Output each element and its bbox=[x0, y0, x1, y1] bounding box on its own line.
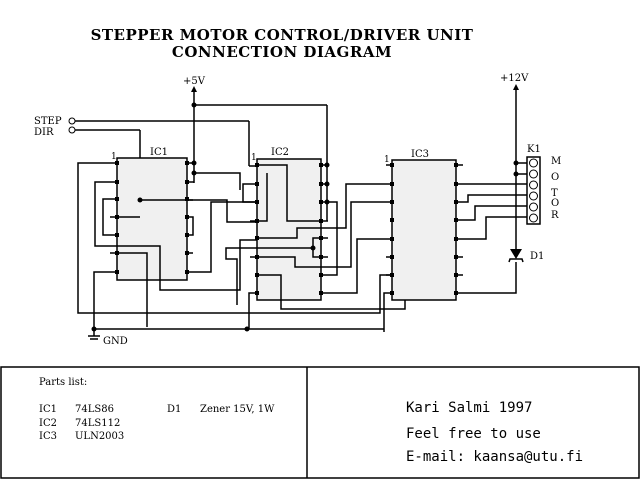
motor-letter-r: R bbox=[551, 210, 559, 221]
info-panel bbox=[0, 366, 640, 479]
dir-terminal bbox=[68, 126, 76, 134]
parts-row-1-ref: IC1 bbox=[39, 404, 57, 415]
ic3-label: IC3 bbox=[411, 149, 429, 160]
gnd-label: GND bbox=[103, 336, 128, 347]
parts-row-1-value2: Zener 15V, 1W bbox=[200, 404, 275, 415]
parts-row-2-ref: IC2 bbox=[39, 418, 57, 429]
motor-letter-o2: O bbox=[551, 198, 559, 209]
k1-label: K1 bbox=[527, 144, 541, 155]
title-line-1: STEPPER MOTOR CONTROL/DRIVER UNIT bbox=[91, 26, 474, 44]
step-label: STEP bbox=[34, 116, 62, 127]
k1-terminals bbox=[529, 158, 538, 223]
title-line-2: CONNECTION DIAGRAM bbox=[172, 43, 392, 61]
ic3-pin1-label: 1 bbox=[384, 155, 390, 165]
vcc12-arrow-icon bbox=[513, 84, 519, 90]
parts-row-1-value: 74LS86 bbox=[75, 404, 114, 415]
vcc5-arrow-icon bbox=[191, 86, 197, 92]
parts-list-heading: Parts list: bbox=[39, 377, 87, 388]
d1-label: D1 bbox=[530, 251, 544, 262]
ic2-label: IC2 bbox=[271, 147, 289, 158]
parts-row-3-ref: IC3 bbox=[39, 431, 57, 442]
motor-letter-m: M bbox=[551, 156, 561, 167]
parts-row-2-value: 74LS112 bbox=[75, 418, 120, 429]
zener-diode-d1-icon bbox=[508, 249, 524, 263]
author-credit: Kari Salmi 1997 bbox=[406, 400, 532, 416]
vcc12-label: +12V bbox=[500, 73, 529, 84]
ic2-pin1-label: 1 bbox=[251, 153, 257, 163]
email-contact: E-mail: kaansa@utu.fi bbox=[406, 449, 583, 465]
ic3-body bbox=[391, 159, 457, 301]
ic3-wiring bbox=[383, 164, 529, 332]
ic1-pin1-label: 1 bbox=[111, 152, 117, 162]
ic1-body bbox=[116, 157, 188, 281]
license-note: Feel free to use bbox=[406, 426, 541, 442]
parts-row-3-value: ULN2003 bbox=[75, 431, 124, 442]
motor-letter-t: T bbox=[551, 188, 558, 199]
ground-icon bbox=[88, 335, 100, 340]
step-terminal bbox=[68, 117, 76, 125]
vcc5-label: +5V bbox=[183, 76, 206, 87]
parts-row-1-ref2: D1 bbox=[167, 404, 181, 415]
dir-label: DIR bbox=[34, 127, 54, 138]
motor-letter-o: O bbox=[551, 172, 559, 183]
ic1-wiring bbox=[77, 160, 392, 329]
ic1-label: IC1 bbox=[150, 147, 168, 158]
